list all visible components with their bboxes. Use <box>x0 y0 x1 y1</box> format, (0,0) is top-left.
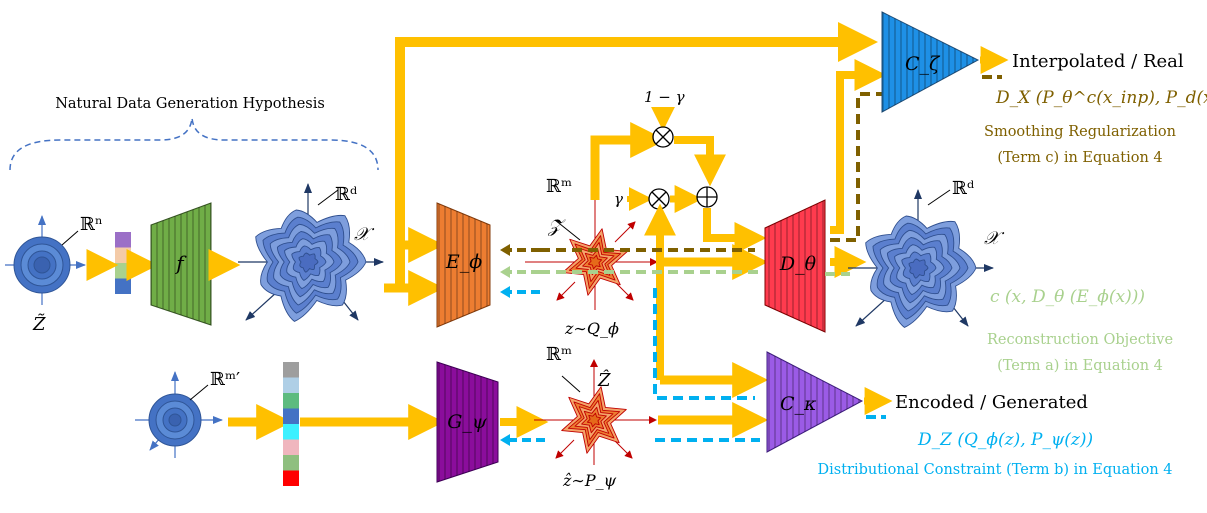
latent-zhat-star <box>534 359 657 465</box>
feedback-arrows-encoder <box>500 244 540 298</box>
multiply-node-bottom <box>648 188 670 210</box>
code-bar <box>115 263 131 279</box>
gamma-label: γ <box>614 190 623 208</box>
code-bar <box>283 408 299 424</box>
latent-hat-space-label: ℝᵐ <box>546 344 572 365</box>
latent-hat-var-label: Ẑ <box>597 368 611 391</box>
code-bars-bottom <box>283 362 299 486</box>
data-left-var-label: 𝒳 <box>354 224 375 245</box>
dash-term-c-vertical <box>830 92 888 242</box>
data-blob-right <box>848 189 994 328</box>
generator-label: G_ψ <box>447 411 488 433</box>
critic-zeta-block <box>881 11 980 113</box>
code-bars-top <box>115 232 131 294</box>
latent-tilde-node <box>5 215 86 305</box>
encoder-block <box>436 202 491 328</box>
code-bar <box>283 393 299 409</box>
decoder-block <box>764 199 826 333</box>
hypothesis-label: Natural Data Generation Hypothesis <box>55 96 325 112</box>
f-block <box>150 202 212 326</box>
code-bar <box>115 247 131 263</box>
term-c-subtitle: (Term c) in Equation 4 <box>997 150 1162 166</box>
term-a-subtitle: (Term a) in Equation 4 <box>997 358 1163 374</box>
code-bar <box>283 455 299 471</box>
code-bar <box>283 377 299 393</box>
generator-block <box>436 361 499 483</box>
term-c-formula: D_X (P_θ^c(x_inp), P_d(x)) <box>995 88 1207 108</box>
latent-hat-caption: ẑ∼P_ψ <box>562 471 617 490</box>
critic-zeta-label: C_ζ <box>905 53 941 75</box>
flow-add-to-decoder <box>703 208 767 254</box>
flow-to-one-minus-gamma <box>590 122 667 200</box>
code-bar <box>283 439 299 455</box>
encoder-label: E_ϕ <box>445 251 482 273</box>
flow-top-mult-to-add <box>674 136 726 187</box>
data-right-var-label: 𝒳 <box>984 228 1005 249</box>
data-blob-left <box>238 183 384 322</box>
critic-kappa-label: C_κ <box>780 393 817 415</box>
latent-m-prime-label: ℝᵐ′ <box>210 369 240 390</box>
add-node <box>696 186 718 208</box>
decoder-label: D_θ <box>779 253 817 275</box>
term-b-formula: D_Z (Q_ϕ(z), P_ψ(z)) <box>917 430 1093 450</box>
latent-m-caption: z∼Q_ϕ <box>564 319 619 338</box>
code-bar <box>283 424 299 440</box>
latent-tilde-space-label: ℝⁿ <box>80 214 103 235</box>
critic-kappa-block <box>766 351 864 453</box>
code-bar <box>115 232 131 248</box>
term-a-formula: c (x, D_θ (E_ϕ(x))) <box>990 287 1145 307</box>
output-encoded-generated: Encoded / Generated <box>895 392 1088 413</box>
dash-term-b-path <box>653 288 755 400</box>
output-interpolated-real: Interpolated / Real <box>1012 51 1184 72</box>
latent-m-var-label: 𝒵 <box>547 216 566 237</box>
term-a-title: Reconstruction Objective <box>987 332 1173 348</box>
code-bar <box>115 278 131 294</box>
data-left-space-label: ℝᵈ <box>335 184 357 205</box>
multiply-node-top <box>652 126 674 148</box>
term-b-title: Distributional Constraint (Term b) in Eq… <box>818 462 1173 478</box>
flow-decoder-to-critic-zeta <box>830 59 887 234</box>
flow-to-critic-zeta <box>395 22 878 288</box>
code-bar <box>283 362 299 378</box>
latent-tilde-var-label: Z̃ <box>32 313 46 335</box>
one-minus-gamma-label: 1 − γ <box>644 88 685 106</box>
term-c-title: Smoothing Regularization <box>984 124 1176 140</box>
latent-m-space-label: ℝᵐ <box>546 176 572 197</box>
data-right-space-label: ℝᵈ <box>952 178 974 199</box>
hypothesis-brace <box>9 117 379 171</box>
latent-m-prime-node <box>135 371 223 458</box>
code-bar <box>283 470 299 486</box>
